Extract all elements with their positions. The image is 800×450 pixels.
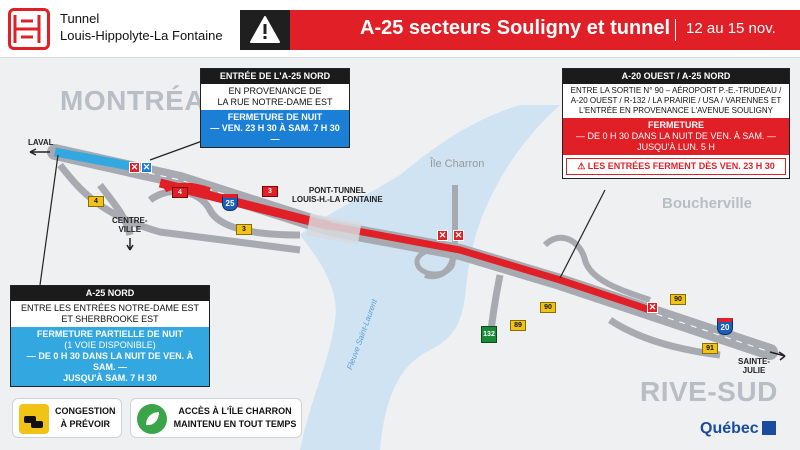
logo-line-1: Tunnel — [60, 11, 100, 26]
box-closure-bar: FERMETURE — DE 0 H 30 DANS LA NUIT DE VE… — [563, 118, 789, 155]
place-centre-ville: CENTRE- VILLE — [112, 216, 148, 234]
closure-x-icon: ✕ — [437, 230, 448, 241]
title-banner: A-25 secteurs Souligny et tunnel 12 au 1… — [290, 10, 800, 50]
city-boucherville: Boucherville — [662, 195, 753, 212]
box-line: EN PROVENANCE DE LA RUE NOTRE-DAME EST — [217, 86, 333, 107]
box-closure-bar: FERMETURE DE NUIT — VEN. 23 H 30 À SAM. … — [201, 110, 349, 147]
city-rive-sud: RIVE-SUD — [640, 376, 778, 407]
pont-tunnel-label: PONT-TUNNEL LOUIS-H.-LA FONTAINE — [292, 186, 383, 204]
title-separator — [675, 19, 676, 41]
closure-ramp-4 — [163, 182, 211, 193]
header-bar: Tunnel Louis-Hippolyte-La Fontaine A-25 … — [0, 0, 800, 58]
box-line: ENTRE LES ENTRÉES NOTRE-DAME EST ET SHER… — [20, 303, 200, 324]
pointer-a25 — [39, 154, 59, 286]
closure-segment-west — [158, 178, 332, 231]
legend-congestion: CONGESTION À PRÉVOIR — [12, 398, 122, 438]
date-range: 12 au 15 nov. — [686, 20, 776, 37]
info-box-a25: A-25 NORD ENTRE LES ENTRÉES NOTRE-DAME E… — [10, 285, 210, 387]
leaf-icon — [137, 404, 167, 434]
legend-acces-text: ACCÈS À L'ÎLE CHARRON MAINTENU EN TOUT T… — [173, 406, 297, 429]
box-heading: ENTRÉE DE L'A-25 NORD — [201, 69, 349, 84]
closure-segment-east — [329, 222, 652, 314]
box-line: ENTRE LA SORTIE N° 90 – AÉROPORT P.-E.-T… — [570, 86, 782, 115]
closure-x-icon: ✕ — [129, 162, 140, 173]
closure-x-icon: ✕ — [141, 162, 152, 173]
city-ile-charron: Île Charron — [430, 158, 485, 170]
arrow-laval — [29, 148, 50, 156]
a25-shield-icon: 25 — [222, 194, 238, 211]
box-heading: A-20 OUEST / A-25 NORD — [563, 69, 789, 84]
city-montreal: MONTRÉAL — [60, 85, 223, 116]
exit-90-east-sign: 90 — [670, 294, 686, 305]
ramp-right-loop — [542, 234, 651, 303]
arrow-sainte-julie — [769, 351, 786, 361]
partial-closure-segment — [54, 147, 131, 171]
arrow-centre-ville — [126, 238, 134, 251]
legend-congestion-text: CONGESTION À PRÉVOIR — [55, 406, 116, 429]
warning-icon: ⚠ — [577, 161, 588, 171]
pointer-a20 — [559, 189, 606, 279]
quebec-logo: Québec — [700, 420, 776, 438]
page-title: A-25 secteurs Souligny et tunnel — [360, 17, 671, 39]
exit-90-sign: 90 — [540, 302, 556, 313]
exit-91-sign: 91 — [702, 343, 718, 354]
info-box-notre-dame: ENTRÉE DE L'A-25 NORD EN PROVENANCE DE L… — [200, 68, 350, 148]
box-closure-bar: FERMETURE PARTIELLE DE NUIT (1 VOIE DISP… — [11, 327, 209, 386]
ramp-centre-ville — [97, 182, 134, 236]
r132-shield-icon: 132 — [481, 326, 497, 343]
closure-x-icon: ✕ — [453, 230, 464, 241]
logo-line-2: Louis-Hippolyte-La Fontaine — [60, 28, 223, 43]
a20-shield-icon: 20 — [717, 318, 733, 335]
pointer-notre-dame — [149, 139, 206, 161]
exit-89-sign: 89 — [510, 320, 526, 331]
fleur-de-lis-icon — [761, 421, 776, 435]
exit-3-sign: 3 — [236, 224, 252, 235]
tunnel-logo-icon — [8, 8, 50, 50]
logo-title: Tunnel Louis-Hippolyte-La Fontaine — [60, 10, 223, 44]
congestion-icon — [19, 404, 49, 434]
box-heading: A-25 NORD — [11, 286, 209, 301]
exit-4-closed-sign: 4 — [172, 187, 188, 198]
closure-x-icon: ✕ — [647, 302, 658, 313]
place-sainte-julie: SAINTE- JULIE — [738, 357, 770, 375]
entrance-warning: ⚠ LES ENTRÉES FERMENT DÈS VEN. 23 H 30 — [566, 158, 786, 175]
warning-icon-box — [240, 10, 290, 50]
exit-3-closed-sign: 3 — [262, 186, 278, 197]
info-box-a20: A-20 OUEST / A-25 NORD ENTRE LA SORTIE N… — [562, 68, 790, 179]
exit-4-sign: 4 — [88, 196, 104, 207]
warning-triangle-icon — [250, 16, 280, 43]
tunnel-section — [306, 213, 362, 245]
legend-acces: ACCÈS À L'ÎLE CHARRON MAINTENU EN TOUT T… — [130, 398, 302, 438]
place-laval: LAVAL — [28, 138, 54, 147]
